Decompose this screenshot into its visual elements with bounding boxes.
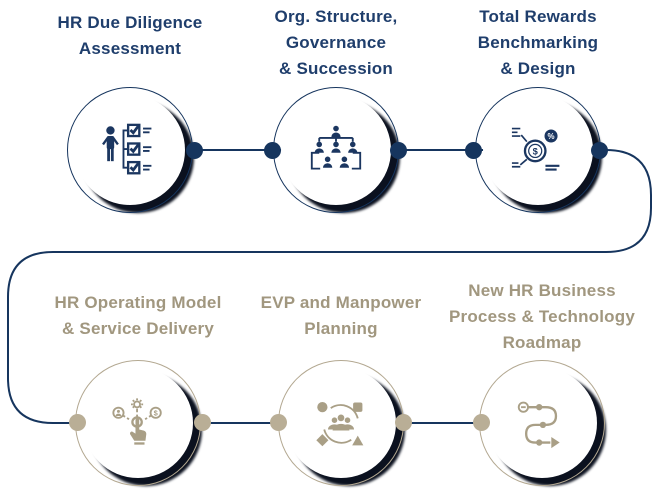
circle-disc	[286, 368, 396, 478]
circle-disc	[487, 368, 597, 478]
step-node-operating-model: $	[63, 348, 213, 498]
connector-dot	[390, 142, 407, 159]
step-label-1: HR Due Diligence Assessment	[57, 13, 203, 58]
step-node-total-rewards: $ %	[463, 75, 613, 225]
dollar-symbol: $	[154, 409, 159, 418]
circle-disc: $	[83, 368, 193, 478]
step-label-6: New HR Business Process & Technology Roa…	[448, 281, 635, 352]
connector-dot	[270, 414, 287, 431]
circle-disc: $ %	[483, 95, 593, 205]
person-checklist-icon	[102, 123, 152, 175]
step-label-5: EVP and Manpower Planning	[260, 293, 422, 338]
connector-dot	[69, 414, 86, 431]
rewards-percent-icon: $ %	[511, 127, 560, 171]
connector-dot	[264, 142, 281, 159]
connector-dot	[591, 142, 608, 159]
roadmap-icon	[517, 401, 560, 449]
connector-dot	[473, 414, 490, 431]
step-node-hr-due-diligence	[55, 75, 205, 225]
connector-dot	[194, 414, 211, 431]
connector-dot	[186, 142, 203, 159]
step-node-evp-manpower	[266, 348, 416, 498]
circle-disc	[281, 95, 391, 205]
hand-select-icon: $	[112, 398, 162, 445]
step-label-3: Total Rewards Benchmarking & Design	[477, 7, 599, 78]
team-cycle-icon	[316, 402, 364, 447]
step-label-4: HR Operating Model & Service Delivery	[54, 293, 222, 338]
connector-dot	[395, 414, 412, 431]
circle-disc	[75, 95, 185, 205]
connector-dot	[465, 142, 482, 159]
step-label-2: Org. Structure, Governance & Succession	[274, 7, 398, 78]
step-node-org-structure	[261, 75, 411, 225]
dollar-symbol: $	[533, 147, 539, 157]
percent-symbol: %	[548, 132, 555, 141]
org-chart-icon	[310, 125, 362, 170]
step-node-roadmap	[467, 348, 617, 498]
